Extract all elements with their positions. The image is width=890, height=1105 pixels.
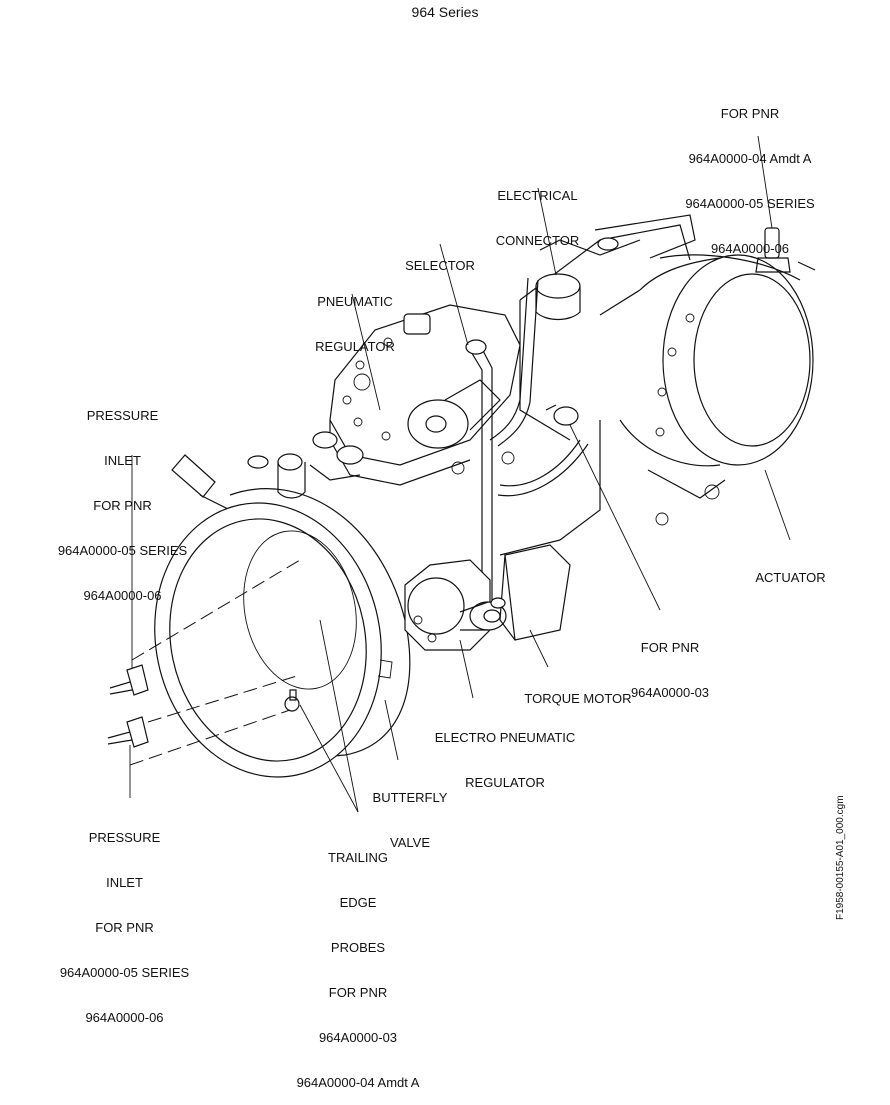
electro-pneumatic-regulator-drawing — [404, 544, 571, 651]
label-line: 964A0000-05 SERIES — [59, 965, 190, 980]
label-line: FOR PNR — [95, 920, 154, 935]
valve-body-drawing — [489, 224, 691, 556]
label-line: REGULATOR — [465, 775, 545, 790]
label-line: 964A0000-05 SERIES — [57, 543, 188, 558]
label-line: 964A0000-06 — [710, 241, 790, 256]
label-selector: SELECTOR — [395, 228, 485, 288]
label-line: 964A0000-06 — [83, 588, 162, 603]
pneumatic-regulator-drawing — [329, 304, 521, 600]
label-actuator: ACTUATOR — [748, 540, 833, 600]
label-line: FOR PNR — [93, 498, 152, 513]
label-line: 964A0000-03 — [318, 1030, 398, 1045]
figure-title: 964 Series — [411, 4, 479, 20]
label-line: INLET — [106, 875, 143, 890]
leader-lines — [129, 135, 791, 813]
label-trailing-edge-probes: TRAILING EDGE PROBES FOR PNR 964A0000-03… — [278, 820, 438, 1105]
label-line: REGULATOR — [315, 339, 395, 354]
label-line: PROBES — [330, 940, 386, 955]
figure-id: F1958-00155-A01_000.cgm — [835, 795, 846, 920]
label-pressure-inlet-bottom: PRESSURE INLET FOR PNR 964A0000-05 SERIE… — [52, 800, 197, 1040]
label-line: PRESSURE — [86, 408, 159, 423]
label-line: 964A0000-06 — [85, 1010, 164, 1025]
label-line: 964A0000-04 Amdt A — [688, 151, 812, 166]
label-electrical-connector: ELECTRICAL CONNECTOR — [480, 158, 595, 263]
label-line: FOR PNR — [328, 985, 388, 1000]
label-line: SELECTOR — [405, 258, 475, 273]
pressure-inlet-drawing — [107, 664, 149, 748]
label-pneumatic-regulator: PNEUMATIC REGULATOR — [300, 264, 410, 369]
label-line: 964A0000-04 Amdt A — [296, 1075, 420, 1090]
valve-assembly-drawing — [107, 135, 816, 813]
butterfly-valve-drawing — [154, 488, 411, 778]
phantom-lines — [129, 559, 301, 766]
label-line: FOR PNR — [720, 106, 780, 121]
label-line: VALVE — [390, 835, 430, 850]
label-line: TRAILING — [328, 850, 388, 865]
actuator-drawing — [594, 214, 816, 526]
label-line: FOR PNR — [640, 640, 700, 655]
label-line: TORQUE MOTOR — [524, 691, 632, 706]
fittings-drawing — [171, 431, 364, 511]
label-for-pnr-03: FOR PNR 964A0000-03 — [620, 610, 720, 715]
label-line: ACTUATOR — [755, 570, 826, 585]
label-line: 964A0000-03 — [630, 685, 710, 700]
label-butterfly-valve: BUTTERFLY VALVE — [360, 760, 460, 865]
label-line: ELECTRICAL — [497, 188, 578, 203]
label-line: EDGE — [339, 895, 377, 910]
label-pnr-top: FOR PNR 964A0000-04 Amdt A 964A0000-05 S… — [680, 76, 820, 271]
label-line: 964A0000-05 SERIES — [685, 196, 815, 211]
label-line: CONNECTOR — [495, 233, 580, 248]
label-torque-motor: TORQUE MOTOR — [518, 661, 638, 721]
label-line: INLET — [104, 453, 141, 468]
label-line: BUTTERFLY — [372, 790, 448, 805]
label-line: PRESSURE — [88, 830, 161, 845]
label-pressure-inlet-top: PRESSURE INLET FOR PNR 964A0000-05 SERIE… — [50, 378, 195, 618]
label-line: PNEUMATIC — [317, 294, 393, 309]
label-line: ELECTRO PNEUMATIC — [434, 730, 576, 745]
label-electro-pneumatic-regulator: ELECTRO PNEUMATIC REGULATOR — [420, 700, 590, 805]
